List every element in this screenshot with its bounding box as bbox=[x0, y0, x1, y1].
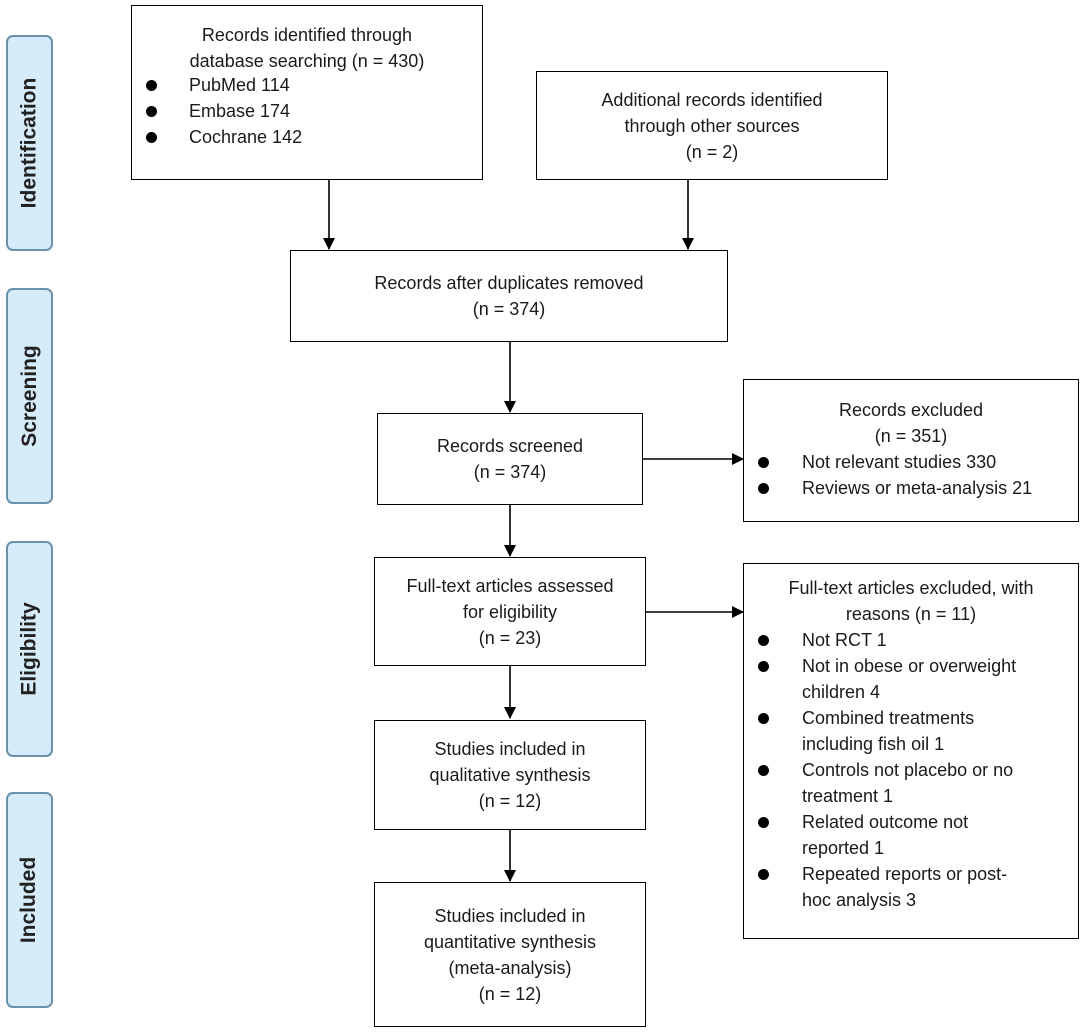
quantitative-line-4: (n = 12) bbox=[478, 983, 542, 1004]
quantitative-synthesis-box: Studies included in quantitative synthes… bbox=[374, 882, 646, 1027]
full-text-excluded-title-1: Full-text articles excluded, with bbox=[788, 578, 1034, 598]
list-item: Combined treatments including fish oil 1 bbox=[744, 705, 1078, 757]
list-item: Embase 174 bbox=[132, 98, 482, 124]
other-sources-box: Additional records identified through ot… bbox=[536, 71, 888, 180]
list-item: PubMed 114 bbox=[132, 72, 482, 98]
database-search-title-1: Records identified through bbox=[201, 25, 413, 45]
quantitative-line-3: (meta-analysis) bbox=[448, 957, 572, 978]
quantitative-line-1: Studies included in bbox=[434, 905, 586, 926]
other-sources-line-2: through other sources bbox=[624, 115, 800, 136]
fulltext-reason-4-line-2: treatment 1 bbox=[802, 786, 894, 806]
qualitative-line-2: qualitative synthesis bbox=[429, 765, 591, 785]
screened-line-2: (n = 374) bbox=[473, 462, 547, 482]
full-text-excluded-box: Full-text articles excluded, with reason… bbox=[743, 563, 1079, 939]
fulltext-reason-4-line-1: Controls not placebo or no bbox=[802, 760, 1014, 780]
full-text-excluded-title-2: reasons (n = 11) bbox=[845, 604, 977, 624]
full-text-assessed-line-3: (n = 23) bbox=[478, 627, 542, 648]
full-text-assessed-line-2: for eligibility bbox=[462, 601, 558, 622]
source-embase: Embase 174 bbox=[189, 101, 291, 121]
qualitative-line-3: (n = 12) bbox=[478, 791, 542, 811]
after-duplicates-box: Records after duplicates removed (n = 37… bbox=[290, 250, 728, 342]
screened-box: Records screened (n = 374) bbox=[377, 413, 643, 505]
fulltext-reason-2-line-2: children 4 bbox=[802, 682, 881, 702]
qualitative-line-1: Studies included in bbox=[434, 739, 586, 759]
database-search-box: Records identified through database sear… bbox=[131, 5, 483, 180]
list-item: Not RCT 1 bbox=[744, 627, 1078, 653]
fulltext-reason-3-line-1: Combined treatments bbox=[802, 708, 975, 728]
list-item: Not relevant studies 330 bbox=[744, 449, 1078, 475]
records-excluded-title-1: Records excluded bbox=[838, 400, 984, 420]
phase-included: Included bbox=[6, 792, 53, 1008]
excluded-reason-reviews: Reviews or meta-analysis 21 bbox=[802, 478, 1033, 498]
list-item: Controls not placebo or no treatment 1 bbox=[744, 757, 1078, 809]
full-text-assessed-box: Full-text articles assessed for eligibil… bbox=[374, 557, 646, 666]
fulltext-reason-6-line-1: Repeated reports or post- bbox=[802, 864, 1008, 884]
other-sources-line-1: Additional records identified bbox=[601, 89, 823, 110]
database-search-title-2: database searching (n = 430) bbox=[189, 51, 425, 71]
other-sources-line-3: (n = 2) bbox=[685, 141, 739, 162]
excluded-reason-not-relevant: Not relevant studies 330 bbox=[802, 452, 997, 472]
after-duplicates-line-1: Records after duplicates removed bbox=[374, 273, 644, 293]
source-cochrane: Cochrane 142 bbox=[189, 127, 303, 147]
full-text-assessed-line-1: Full-text articles assessed bbox=[406, 575, 614, 596]
quantitative-line-2: quantitative synthesis bbox=[423, 931, 597, 952]
list-item: Not in obese or overweight children 4 bbox=[744, 653, 1078, 705]
phase-identification: Identification bbox=[6, 35, 53, 251]
fulltext-reason-1-line-1: Not RCT 1 bbox=[802, 630, 887, 650]
fulltext-reason-5-line-1: Related outcome not bbox=[802, 812, 969, 832]
screened-line-1: Records screened bbox=[436, 436, 584, 456]
list-item: Cochrane 142 bbox=[132, 124, 482, 150]
phase-eligibility: Eligibility bbox=[6, 541, 53, 757]
records-excluded-title-2: (n = 351) bbox=[874, 426, 948, 446]
fulltext-reason-2-line-1: Not in obese or overweight bbox=[802, 656, 1017, 676]
fulltext-reason-5-line-2: reported 1 bbox=[802, 838, 885, 858]
list-item: Repeated reports or post- hoc analysis 3 bbox=[744, 861, 1078, 913]
source-pubmed: PubMed 114 bbox=[189, 75, 290, 95]
qualitative-synthesis-box: Studies included in qualitative synthesi… bbox=[374, 720, 646, 830]
records-excluded-box: Records excluded (n = 351) Not relevant … bbox=[743, 379, 1079, 522]
phase-screening: Screening bbox=[6, 288, 53, 504]
list-item: Related outcome not reported 1 bbox=[744, 809, 1078, 861]
after-duplicates-line-2: (n = 374) bbox=[472, 299, 546, 319]
list-item: Reviews or meta-analysis 21 bbox=[744, 475, 1078, 501]
fulltext-reason-3-line-2: including fish oil 1 bbox=[802, 734, 945, 754]
fulltext-reason-6-line-2: hoc analysis 3 bbox=[802, 890, 917, 910]
